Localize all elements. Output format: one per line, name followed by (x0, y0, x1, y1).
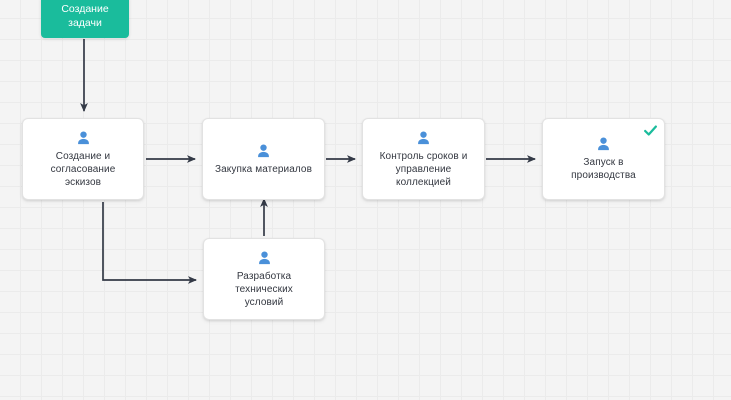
node-production[interactable]: Запуск в производства (542, 118, 665, 200)
node-sketches-label: Создание и согласование эскизов (50, 150, 116, 188)
node-tech-conditions[interactable]: Разработка технических условий (203, 238, 325, 320)
person-icon (77, 130, 89, 144)
node-materials[interactable]: Закупка материалов (202, 118, 325, 200)
node-tech-conditions-label: Разработка технических условий (235, 270, 293, 308)
check-icon (644, 125, 657, 136)
node-sketches[interactable]: Создание и согласование эскизов (22, 118, 144, 200)
start-node-label: Создание задачи (61, 3, 109, 29)
node-deadlines[interactable]: Контроль сроков и управление коллекцией (362, 118, 485, 200)
person-icon (258, 250, 270, 264)
person-icon (598, 137, 609, 151)
person-icon (418, 130, 429, 144)
edge-sketches-to-tech-conditions (102, 202, 197, 284)
node-production-label: Запуск в производства (571, 157, 636, 181)
start-node[interactable]: Создание задачи (41, 0, 129, 38)
person-icon (258, 143, 269, 157)
node-materials-label: Закупка материалов (214, 163, 312, 175)
node-deadlines-label: Контроль сроков и управление коллекцией (379, 150, 468, 188)
